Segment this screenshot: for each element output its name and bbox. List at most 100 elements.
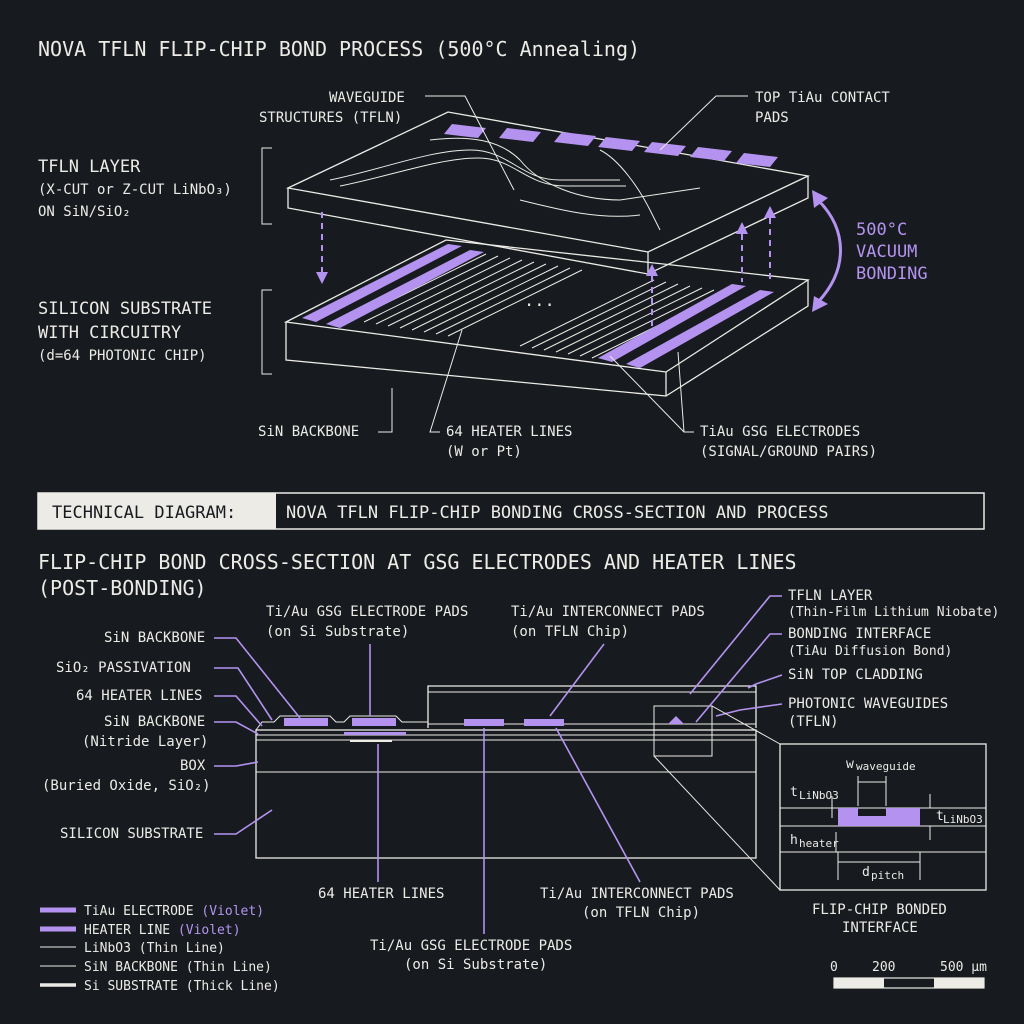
svg-text:SiN BACKBONE: SiN BACKBONE <box>104 630 205 646</box>
tfln-layer-label: TFLN LAYER (X-CUT or Z-CUT LiNbO₃) ON Si… <box>38 157 232 220</box>
svg-text:(on TFLN Chip): (on TFLN Chip) <box>582 905 700 921</box>
svg-text:SiN BACKBONE: SiN BACKBONE <box>258 424 359 440</box>
svg-text:t: t <box>936 809 944 824</box>
cs-label-heater: 64 HEATER LINES <box>76 688 263 727</box>
cs-label-gsg-pads: Ti/Au GSG ELECTRODE PADS (on Si Substrat… <box>266 604 468 716</box>
cs-label-sin-backbone: SiN BACKBONE <box>104 630 301 719</box>
svg-text:h: h <box>790 833 798 848</box>
cs-label-interconnect-bottom: Ti/Au INTERCONNECT PADS (on TFLN Chip) <box>540 727 734 921</box>
svg-text:Ti/Au GSG ELECTRODE PADS: Ti/Au GSG ELECTRODE PADS <box>266 604 468 620</box>
svg-text:(Nitride Layer): (Nitride Layer) <box>82 734 208 750</box>
legend-item-si: Si SUBSTRATE (Thick Line) <box>84 979 280 994</box>
cs-label-substrate: SILICON SUBSTRATE <box>60 809 273 842</box>
cs-label-bonding: BONDING INTERFACE (TiAu Diffusion Bond) <box>695 626 952 723</box>
svg-text:pitch: pitch <box>871 869 904 882</box>
scale-bar: 0 200 500 µm <box>830 960 987 989</box>
svg-text:heater: heater <box>799 837 839 850</box>
svg-text:(on Si Substrate): (on Si Substrate) <box>404 957 547 973</box>
cs-label-sin-top: SiN TOP CLADDING <box>747 667 923 689</box>
banner-right: NOVA TFLN FLIP-CHIP BONDING CROSS-SECTIO… <box>286 503 828 523</box>
svg-text:TFLN LAYER: TFLN LAYER <box>788 588 873 604</box>
svg-text:64 HEATER LINES: 64 HEATER LINES <box>318 886 444 902</box>
svg-text:(SIGNAL/GROUND PAIRS): (SIGNAL/GROUND PAIRS) <box>700 444 877 460</box>
svg-text:d: d <box>862 865 870 880</box>
svg-text:64 HEATER LINES: 64 HEATER LINES <box>446 424 572 440</box>
svg-text:LiNbO3: LiNbO3 <box>799 789 839 802</box>
inset-detail: w waveguide t LiNbO3 t LiNbO3 h heater d… <box>779 743 987 891</box>
svg-text:w: w <box>846 757 854 772</box>
svg-text:(X-CUT or Z-CUT LiNbO₃): (X-CUT or Z-CUT LiNbO₃) <box>38 182 232 198</box>
svg-text:(on Si Substrate): (on Si Substrate) <box>266 624 409 640</box>
svg-text:(Buried Oxide, SiO₂): (Buried Oxide, SiO₂) <box>42 778 211 794</box>
cross-section <box>255 685 757 859</box>
svg-text:STRUCTURES (TFLN): STRUCTURES (TFLN) <box>259 110 402 126</box>
legend: TiAu ELECTRODE (Violet) HEATER LINE (Vio… <box>40 904 280 994</box>
svg-text:Ti/Au GSG ELECTRODE PADS: Ti/Au GSG ELECTRODE PADS <box>370 938 572 954</box>
svg-text:(d=64 PHOTONIC CHIP): (d=64 PHOTONIC CHIP) <box>38 348 207 364</box>
svg-text:PHOTONIC WAVEGUIDES: PHOTONIC WAVEGUIDES <box>788 696 948 712</box>
svg-text:(TiAu Diffusion Bond): (TiAu Diffusion Bond) <box>788 644 952 659</box>
svg-text:PADS: PADS <box>755 110 789 126</box>
svg-text:TOP TiAu CONTACT: TOP TiAu CONTACT <box>755 90 890 106</box>
vacuum-bonding-label: 500°C VACUUM BONDING <box>856 220 928 284</box>
svg-text:BONDING INTERFACE: BONDING INTERFACE <box>788 626 931 642</box>
svg-text:Ti/Au INTERCONNECT PADS: Ti/Au INTERCONNECT PADS <box>511 604 705 620</box>
svg-text:WITH CIRCUITRY: WITH CIRCUITRY <box>38 323 181 343</box>
svg-text:BONDING: BONDING <box>856 264 928 284</box>
svg-text:SiN TOP CLADDING: SiN TOP CLADDING <box>788 667 923 683</box>
alignment-arrows <box>316 206 776 340</box>
svg-text:200: 200 <box>872 960 895 975</box>
section-title: FLIP-CHIP BOND CROSS-SECTION AT GSG ELEC… <box>38 550 797 574</box>
svg-text:500°C: 500°C <box>856 220 907 240</box>
svg-text:(on TFLN Chip): (on TFLN Chip) <box>511 624 629 640</box>
cs-label-sin-nitride: SiN BACKBONE (Nitride Layer) <box>82 714 259 750</box>
legend-item-sin: SiN BACKBONE (Thin Line) <box>84 960 272 975</box>
svg-text:SILICON SUBSTRATE: SILICON SUBSTRATE <box>60 826 203 842</box>
svg-text:64 HEATER LINES: 64 HEATER LINES <box>76 688 202 704</box>
svg-text:Ti/Au INTERCONNECT PADS: Ti/Au INTERCONNECT PADS <box>540 886 734 902</box>
svg-text:(W or Pt): (W or Pt) <box>446 444 522 460</box>
cs-label-box: BOX (Buried Oxide, SiO₂) <box>42 758 259 794</box>
svg-text:500 µm: 500 µm <box>940 960 987 975</box>
svg-text:TFLN LAYER: TFLN LAYER <box>38 157 141 177</box>
cs-label-gsg-bottom: Ti/Au GSG ELECTRODE PADS (on Si Substrat… <box>370 728 572 973</box>
svg-text:ON SiN/SiO₂: ON SiN/SiO₂ <box>38 204 131 220</box>
svg-text:0: 0 <box>830 960 838 975</box>
tfln-chip <box>285 111 811 275</box>
heater-lines-top-label: 64 HEATER LINES (W or Pt) <box>429 329 572 460</box>
cs-label-heater-bottom: 64 HEATER LINES <box>318 744 444 902</box>
page-title: NOVA TFLN FLIP-CHIP BOND PROCESS (500°C … <box>38 37 640 61</box>
svg-text:SiN BACKBONE: SiN BACKBONE <box>104 714 205 730</box>
vacuum-bonding-arrow <box>812 190 842 312</box>
sin-backbone-top-label: SiN BACKBONE <box>258 388 393 440</box>
banner-left: TECHNICAL DIAGRAM: <box>52 503 236 523</box>
svg-text:SiO₂ PASSIVATION: SiO₂ PASSIVATION <box>56 660 191 676</box>
cs-label-waveguides: PHOTONIC WAVEGUIDES (TFLN) <box>715 696 948 730</box>
svg-text:LiNbO3: LiNbO3 <box>943 813 983 826</box>
svg-text:t: t <box>790 785 798 800</box>
svg-text:TiAu GSG ELECTRODES: TiAu GSG ELECTRODES <box>700 424 860 440</box>
svg-text:SILICON SUBSTRATE: SILICON SUBSTRATE <box>38 299 212 319</box>
heater-ellipsis: ... <box>524 291 555 311</box>
svg-text:WAVEGUIDE: WAVEGUIDE <box>329 90 405 106</box>
inset-caption-2: INTERFACE <box>842 920 918 936</box>
cs-label-sio2: SiO₂ PASSIVATION <box>56 660 273 721</box>
top-pads-label: TOP TiAu CONTACT PADS <box>659 90 890 151</box>
gsg-top-label: TiAu GSG ELECTRODES (SIGNAL/GROUND PAIRS… <box>609 351 877 460</box>
svg-text:waveguide: waveguide <box>856 760 916 773</box>
legend-item-electrode: TiAu ELECTRODE (Violet) <box>84 904 264 919</box>
top-contact-pads <box>444 124 778 167</box>
banner: TECHNICAL DIAGRAM: NOVA TFLN FLIP-CHIP B… <box>37 492 985 530</box>
cs-label-tfln: TFLN LAYER (Thin-Film Lithium Niobate) <box>689 588 999 695</box>
cs-label-interconnect: Ti/Au INTERCONNECT PADS (on TFLN Chip) <box>511 604 705 717</box>
legend-item-linbo3: LiNbO3 (Thin Line) <box>84 941 225 956</box>
svg-text:(TFLN): (TFLN) <box>788 714 839 730</box>
legend-item-heater: HEATER LINE (Violet) <box>84 923 241 938</box>
silicon-chip: ... <box>283 239 810 397</box>
silicon-substrate-label: SILICON SUBSTRATE WITH CIRCUITRY (d=64 P… <box>38 299 212 364</box>
svg-text:VACUUM: VACUUM <box>856 242 917 262</box>
inset-caption-1: FLIP-CHIP BONDED <box>812 902 947 918</box>
section-subtitle: (POST-BONDING) <box>38 576 207 600</box>
svg-text:BOX: BOX <box>180 758 206 774</box>
